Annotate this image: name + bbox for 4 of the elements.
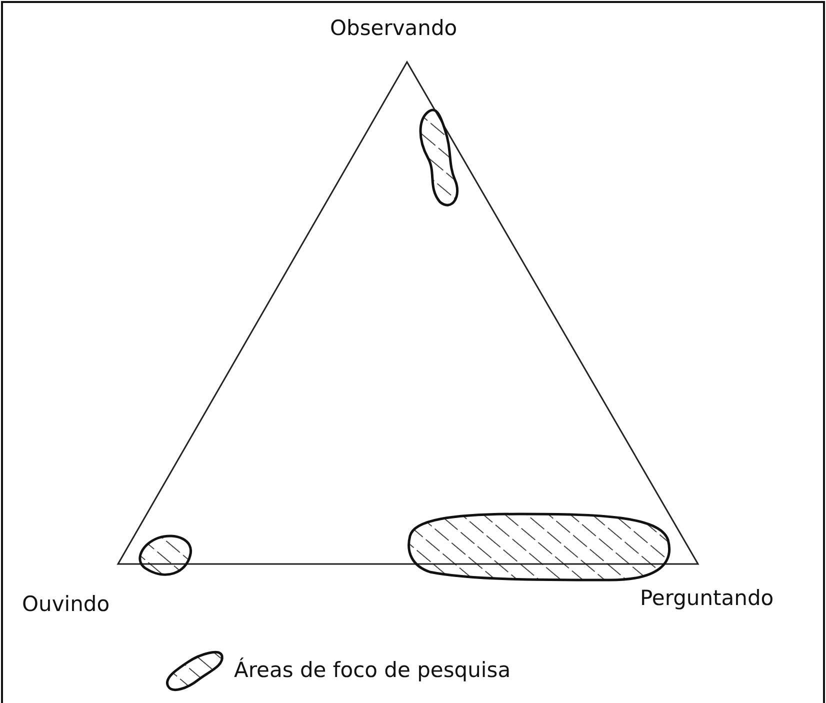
legend-label: Áreas de foco de pesquisa [234,658,511,684]
vertex-label: Ouvindo [22,592,110,618]
vertex-label: Observando [330,16,458,42]
vertex-label: Perguntando [640,586,774,612]
